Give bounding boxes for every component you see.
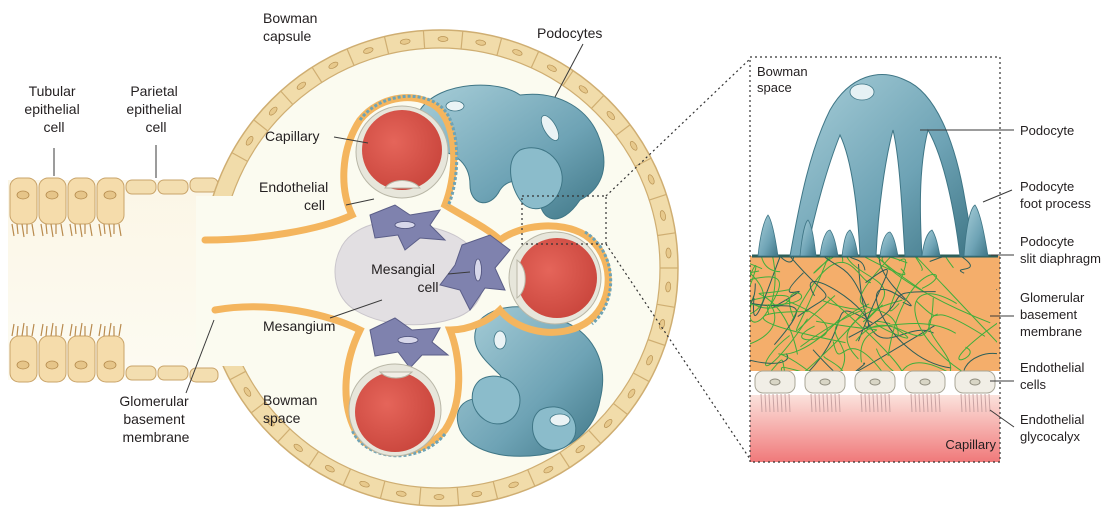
inset-label-foot-process: Podocyte foot process <box>1020 179 1091 211</box>
label-capillary: Capillary <box>265 128 319 144</box>
inset-label-podocyte: Podocyte <box>1020 123 1074 138</box>
inset-label-slit-diaphragm: Podocyte slit diaphragm <box>1020 234 1101 266</box>
label-podocytes: Podocytes <box>537 25 602 41</box>
label-tubular-epithelial-cell: Tubular epithelial cell <box>24 83 83 135</box>
label-bowman-capsule: Bowman capsule <box>263 10 321 44</box>
inset-label-endothelial-cells: Endothelial cells <box>1020 360 1088 392</box>
capillary-right <box>509 232 601 324</box>
inset-label-gbm: Glomerular basement membrane <box>1020 290 1088 339</box>
inset-panel <box>678 57 1054 462</box>
label-glomerular-basement-membrane: Glomerular basement membrane <box>119 393 192 445</box>
inset-label-capillary: Capillary <box>945 437 996 452</box>
capillary-bottom <box>349 364 441 456</box>
label-parietal-epithelial-cell: Parietal epithelial cell <box>126 83 185 135</box>
inset-label-glycocalyx: Endothelial glycocalyx <box>1020 412 1088 444</box>
label-mesangium: Mesangium <box>263 318 335 334</box>
capillary-top <box>356 106 448 198</box>
